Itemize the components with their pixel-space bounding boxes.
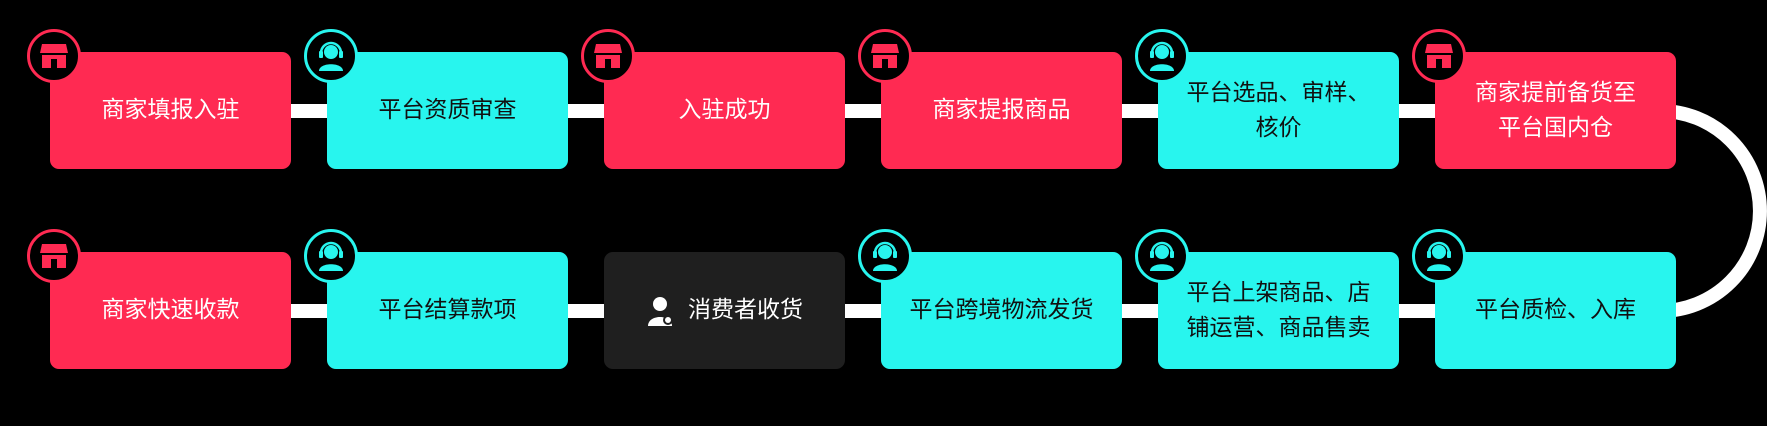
shop-icon-badge [1412,29,1466,83]
flow-step: 平台跨境物流发货 [858,229,1122,369]
shop-icon-badge [27,29,81,83]
headset-agent-icon [319,41,343,71]
headset-agent-icon [1150,241,1174,271]
flow-step: 入驻成功 [581,29,845,169]
headset-agent-icon [873,241,897,271]
step-label: 平台跨境物流发货 [909,297,1094,323]
flow-step: 商家提报商品 [858,29,1122,169]
flow-step: 商家填报入驻 [27,29,291,169]
shop-icon [871,44,899,68]
flow-step: 平台资质审查 [304,29,568,169]
shop-icon [40,44,68,68]
step-label: 商家提报商品 [932,97,1071,123]
flow-step: 平台选品、审样、 核价 [1135,29,1399,169]
top-row-connector [60,104,1660,118]
shop-icon-badge [858,29,912,83]
flow-step: 商家提前备货至 平台国内仓 [1412,29,1676,169]
consumer-step-content: 消费者收货 [646,293,803,328]
shop-icon-badge [581,29,635,83]
step-label: 入驻成功 [678,97,771,123]
turn-connector-arc [1659,104,1767,318]
step-label: 平台结算款项 [378,297,517,323]
shop-icon [594,44,622,68]
headset-agent-icon [1427,241,1451,271]
shop-icon [1425,44,1453,68]
flow-step: 平台上架商品、店 铺运营、商品售卖 [1135,229,1399,369]
step-label: 平台选品、审样、 核价 [1186,79,1371,141]
flow-step: 消费者收货 [604,252,845,369]
headset-agent-icon [1150,41,1174,71]
flow-step: 平台结算款项 [304,229,568,369]
headset-agent-icon-badge [304,29,358,83]
flow-step: 商家快速收款 [27,229,291,369]
headset-agent-icon [319,241,343,271]
step-label: 商家填报入驻 [101,97,240,123]
shop-icon [40,244,68,268]
headset-agent-icon-badge [1412,229,1466,283]
step-label: 消费者收货 [688,297,803,323]
headset-agent-icon-badge [858,229,912,283]
headset-agent-icon-badge [1135,229,1189,283]
flow-step: 平台质检、入库 [1412,229,1676,369]
consumer-user-icon [648,296,673,326]
step-label: 商家提前备货至 平台国内仓 [1475,79,1636,141]
step-label: 平台上架商品、店 铺运营、商品售卖 [1186,279,1371,341]
headset-agent-icon-badge [304,229,358,283]
headset-agent-icon-badge [1135,29,1189,83]
shop-icon-badge [27,229,81,283]
step-label: 商家快速收款 [101,297,240,323]
step-label: 平台质检、入库 [1475,297,1636,323]
step-label: 平台资质审查 [378,97,517,123]
